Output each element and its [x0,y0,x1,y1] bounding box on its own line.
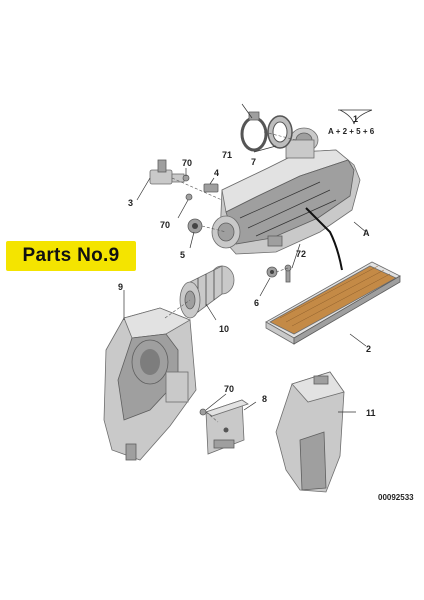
callout-a: A [363,228,370,238]
callout-6: 6 [254,298,259,308]
grommet-part-6 [266,266,278,278]
parts-number-label: Parts No.9 [22,245,120,266]
seal-ring-part-7 [267,115,293,149]
filter-element-part-2 [265,261,401,345]
clip-part-4 [203,183,219,193]
callout-7: 7 [251,157,256,167]
leader-lines [123,103,373,413]
reference-number: 00092533 [378,493,414,502]
bracket-part-8 [205,399,249,455]
alignment-line [171,177,223,201]
alignment-line [201,225,227,233]
air-filter-housing-part-a [211,127,361,255]
callout-3: 3 [128,198,133,208]
callout-9: 9 [118,282,123,292]
callout-71: 71 [222,150,232,160]
parts-number-badge: Parts No.9 [6,241,136,271]
alignment-line [263,131,297,141]
bellows-hose-part-10 [179,265,235,319]
assembly-number-label: 1 [353,114,358,124]
alignment-line [205,411,219,423]
hose-clamp-part-71 [240,111,268,152]
assembly-formula-label: A + 2 + 5 + 6 [328,127,375,136]
alignment-line [164,299,191,319]
alignment-line [275,267,289,273]
callout-8: 8 [262,394,267,404]
callout-70-mid: 70 [160,220,170,230]
callout-10: 10 [219,324,229,334]
cover-part-11 [275,371,345,493]
callout-2: 2 [366,344,371,354]
screw-part-70-mid [185,193,193,201]
sensor-part-3 [149,159,185,185]
screw-part-72 [284,264,292,283]
grommet-part-5 [187,218,203,234]
callout-5: 5 [180,250,185,260]
callout-70-top: 70 [182,158,192,168]
callout-72: 72 [296,249,306,259]
callout-11: 11 [366,408,376,418]
screw-part-70-low [199,408,207,416]
callout-4: 4 [214,168,219,178]
callout-70-low: 70 [224,384,234,394]
lower-housing-part-9 [103,307,197,461]
